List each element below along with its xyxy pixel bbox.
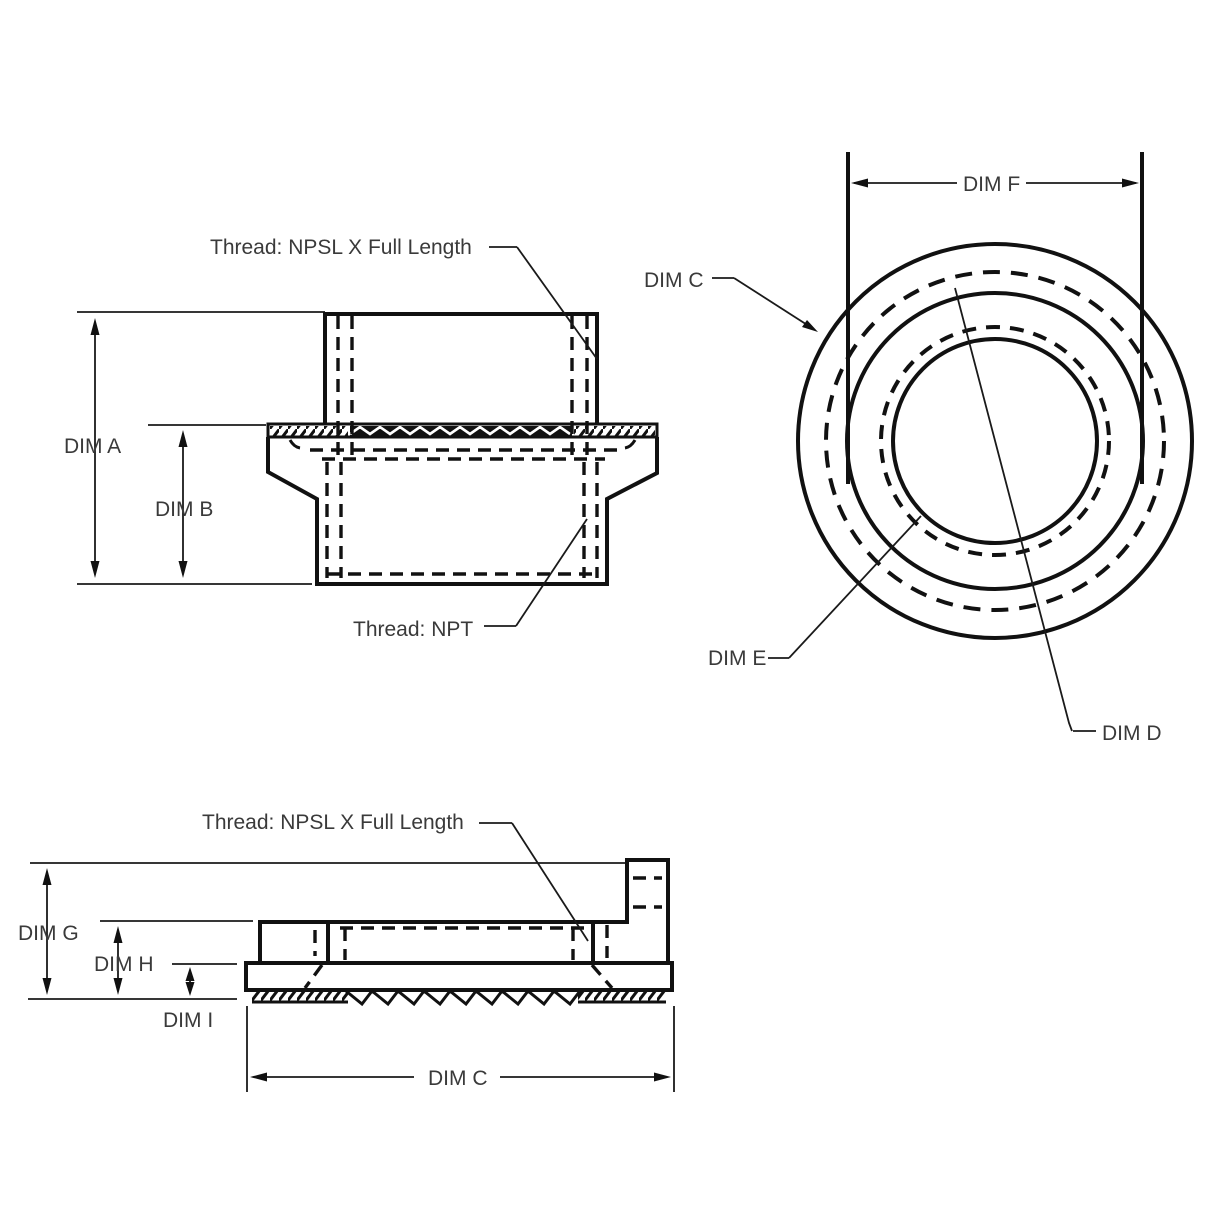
flange-tick-left	[288, 439, 301, 450]
dim-c-leader-front	[712, 277, 818, 332]
flange-outer-circle	[796, 242, 1194, 640]
dim-g-arrow	[42, 868, 52, 995]
dim-e-leader	[768, 515, 922, 659]
dim-d-leader	[954, 287, 1096, 732]
dim-c-label-bottom: DIM C	[428, 1067, 488, 1090]
npsl-thread-hidden-lines	[310, 316, 619, 461]
thread-npsl-label-bottom: Thread: NPSL X Full Length	[202, 811, 464, 834]
front-view: DIM C DIM F DIM E DIM D	[644, 152, 1194, 745]
dim-b-arrow	[178, 430, 188, 578]
dim-i-label: DIM I	[163, 1009, 213, 1032]
dim-c-dimension-bottom	[246, 1006, 675, 1092]
upper-body-outline	[323, 312, 599, 425]
flange-knurl-band	[266, 422, 659, 439]
lower-body-outline	[266, 437, 659, 586]
dim-a-label: DIM A	[64, 435, 121, 458]
thread-npsl-leader	[489, 246, 598, 360]
sleeve-step-outline	[258, 858, 670, 963]
npsl-thread-circle	[824, 270, 1166, 612]
knurl-serration	[350, 426, 572, 436]
flange-outline-bottom	[244, 961, 674, 992]
side-view: Thread: NPSL X Full Length Thread: NPT D…	[64, 236, 659, 641]
dim-g-label: DIM G	[18, 922, 79, 945]
bore-circle	[891, 337, 1099, 545]
knurl-hatch-left-bottom	[252, 991, 348, 1002]
thread-npt-label: Thread: NPT	[353, 618, 473, 641]
knurl-hatch-left	[270, 426, 348, 436]
knurl-sawtooth	[345, 988, 582, 1007]
dim-f-dimension	[851, 178, 1139, 188]
hidden-lines-bottom	[303, 876, 662, 990]
npt-thread-circle	[879, 325, 1111, 557]
dim-h-label: DIM H	[94, 953, 154, 976]
bottom-view: Thread: NPSL X Full Length DIM G DIM H D…	[18, 811, 675, 1092]
dim-b-label: DIM B	[155, 498, 213, 521]
dim-e-label: DIM E	[708, 647, 766, 670]
thread-npt-leader	[484, 518, 588, 627]
flange-tick-right	[624, 439, 637, 450]
knurl-hatch-right	[574, 426, 655, 436]
thread-npsl-label-side: Thread: NPSL X Full Length	[210, 236, 472, 259]
dim-h-arrow	[113, 926, 123, 995]
dim-f-label: DIM F	[963, 173, 1020, 196]
dim-i-arrow	[185, 967, 195, 996]
knurl-hatch-right-bottom	[578, 991, 666, 1002]
npt-thread-hidden-lines	[325, 462, 599, 578]
dim-d-label: DIM D	[1102, 722, 1162, 745]
dim-c-label-front: DIM C	[644, 269, 704, 292]
thread-npsl-leader-bottom	[479, 822, 589, 942]
knurl-serration-teeth	[349, 425, 571, 436]
dim-a-arrow	[90, 318, 100, 578]
